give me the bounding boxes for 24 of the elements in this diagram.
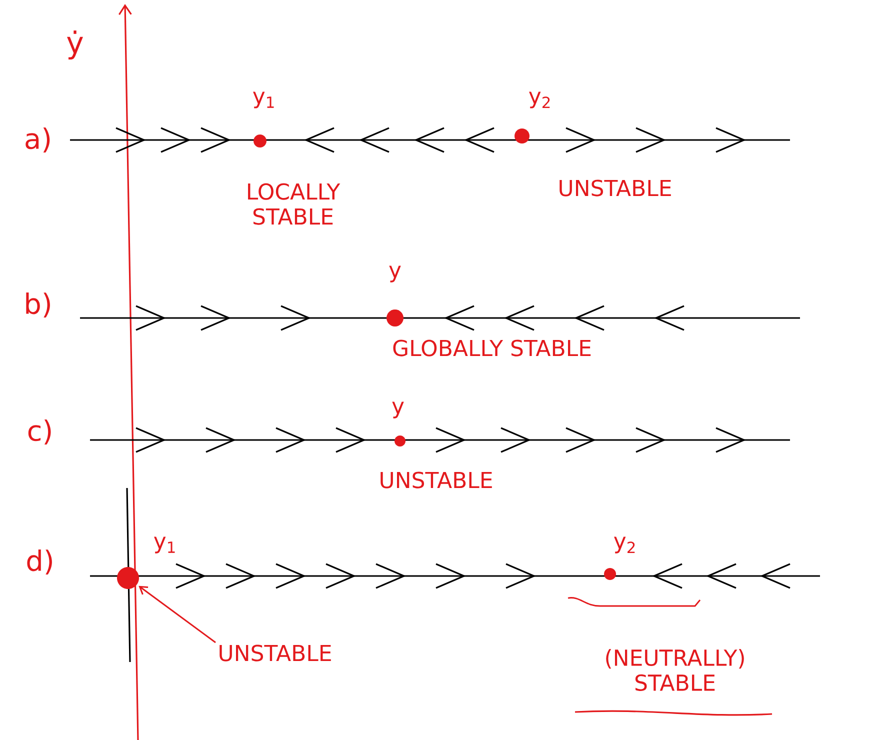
leader-arrow [138, 586, 216, 644]
fixed-point [604, 568, 616, 580]
fixed-point [117, 567, 139, 589]
row-label: c) [28, 420, 51, 444]
stability-label: UNSTABLE [560, 180, 671, 196]
stability-label: GLOBALLY STABLE [393, 340, 591, 356]
point-label: y [389, 266, 401, 282]
fixed-point [514, 128, 530, 144]
row-label: a) [26, 128, 50, 152]
point-label: y [392, 402, 404, 418]
point-label: y$_{2}$ [614, 536, 635, 554]
point-label: y$_{1}$ [154, 536, 175, 554]
status-label: UNSTABLE [220, 644, 331, 662]
fixed-point [386, 310, 404, 326]
fixed-point [254, 134, 266, 148]
row-label: b) [26, 292, 50, 318]
fixed-point [394, 436, 406, 446]
stability-label: LOCALLY STABLE [248, 183, 340, 225]
row-label: d) [27, 550, 52, 574]
stability-label: UNSTABLE [380, 472, 492, 488]
point-label: y$_{2}$ [529, 92, 550, 108]
stability-label: (NEUTRALLY) STABLE [606, 649, 744, 692]
point-label: y$_{1}$ [253, 92, 274, 108]
axis-label: ẏ [67, 30, 83, 60]
